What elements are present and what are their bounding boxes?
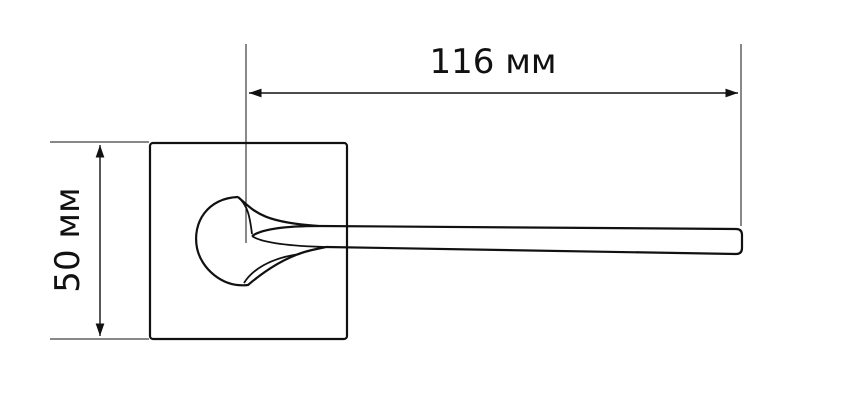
- length-dimension-label: 116 мм: [429, 42, 556, 82]
- height-dimension-label: 50 мм: [48, 187, 88, 292]
- handle-neck: [195, 195, 327, 287]
- handle-neck-inner-upper: [237, 196, 253, 235]
- handle-neck-inner-lower: [243, 253, 301, 284]
- rosette-plate: [148, 141, 349, 341]
- handle-lever: [251, 224, 744, 256]
- handle-lever-underside: [251, 235, 327, 248]
